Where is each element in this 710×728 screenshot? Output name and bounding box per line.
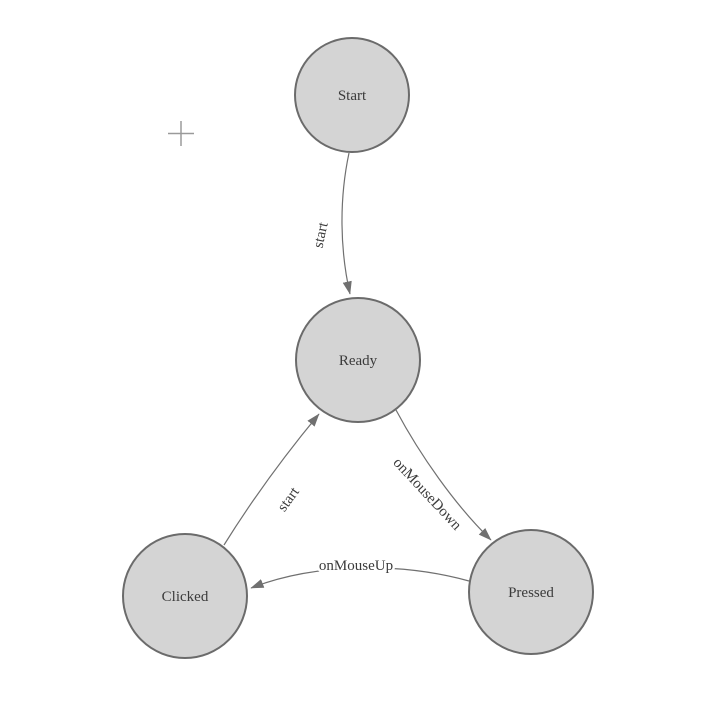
node-circle bbox=[295, 297, 421, 423]
edge-start-to-ready[interactable]: start bbox=[308, 152, 352, 295]
edge-path bbox=[250, 567, 470, 589]
node-clicked[interactable]: Clicked bbox=[122, 533, 248, 659]
node-circle bbox=[122, 533, 248, 659]
edge-path bbox=[395, 409, 492, 541]
node-start[interactable]: Start bbox=[294, 37, 410, 153]
node-label: Clicked bbox=[162, 589, 209, 605]
node-label: Ready bbox=[339, 353, 378, 369]
edge-ready-to-pressed[interactable]: onMouseDown bbox=[387, 409, 492, 541]
node-ready[interactable]: Ready bbox=[295, 297, 421, 423]
edge-path bbox=[223, 413, 320, 546]
crosshair-cursor-icon bbox=[168, 121, 194, 146]
node-pressed[interactable]: Pressed bbox=[468, 529, 594, 655]
edge-path bbox=[341, 152, 352, 295]
node-label: Start bbox=[338, 88, 367, 104]
edge-label: onMouseDown bbox=[390, 455, 465, 534]
edge-label: start bbox=[275, 484, 304, 515]
node-label: Pressed bbox=[508, 585, 554, 601]
node-circle bbox=[468, 529, 594, 655]
edge-clicked-to-ready[interactable]: start bbox=[223, 413, 320, 546]
edge-label: onMouseUp bbox=[319, 558, 393, 574]
edge-label: start bbox=[311, 220, 332, 249]
edge-pressed-to-clicked[interactable]: onMouseUp bbox=[250, 556, 470, 589]
node-circle bbox=[294, 37, 410, 153]
